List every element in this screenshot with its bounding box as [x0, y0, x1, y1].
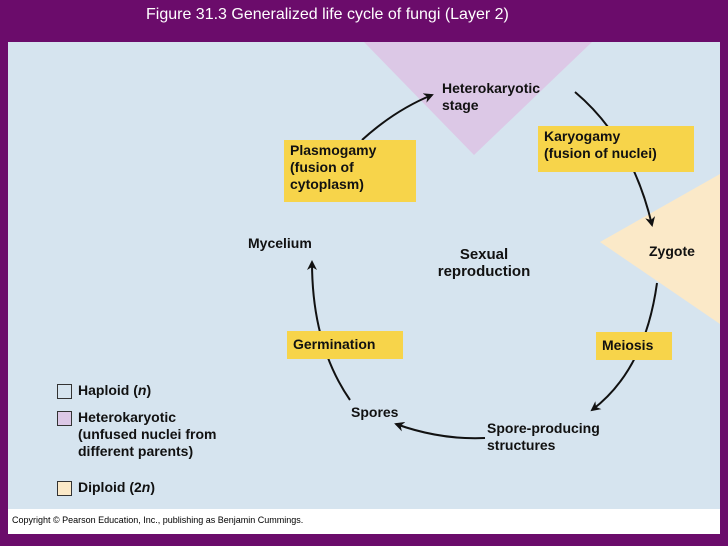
- spore-producing-structures-label: Spore-producing structures: [487, 420, 600, 453]
- copyright-text: Copyright © Pearson Education, Inc., pub…: [12, 515, 304, 525]
- diploid-swatch: [57, 481, 72, 496]
- heterokaryotic-stage-label: Heterokaryotic stage: [442, 80, 541, 113]
- legend-heterokaryotic: Heterokaryotic (unfused nuclei from diff…: [57, 409, 216, 460]
- spores-label: Spores: [351, 404, 399, 420]
- slide-title: Figure 31.3 Generalized life cycle of fu…: [146, 6, 509, 23]
- karyogamy-box: Karyogamy (fusion of nuclei): [538, 126, 694, 172]
- mycelium-label: Mycelium: [248, 235, 312, 251]
- zygote-label: Zygote: [649, 243, 695, 259]
- footer-panel: [8, 509, 720, 534]
- heterokaryotic-swatch: [57, 411, 72, 426]
- legend-diploid: Diploid (2n): [57, 479, 155, 496]
- diploid-label: Diploid (2n): [78, 479, 156, 495]
- arrow-plasmogamy: [361, 93, 434, 141]
- legend-haploid: Haploid (n): [57, 382, 151, 399]
- meiosis-box: Meiosis: [596, 332, 672, 360]
- germination-box: Germination: [287, 331, 403, 359]
- haploid-label: Haploid (n): [78, 382, 152, 398]
- heterokaryotic-legend-label: Heterokaryotic (unfused nuclei from diff…: [78, 409, 217, 459]
- haploid-swatch: [57, 384, 72, 399]
- diploid-region: [600, 174, 720, 324]
- sexual-reproduction-label: Sexual reproduction: [437, 246, 531, 280]
- arrow-spore-release: [394, 422, 486, 440]
- plasmogamy-box: Plasmogamy (fusion of cytoplasm): [284, 140, 416, 202]
- heterokaryotic-region: [364, 42, 592, 155]
